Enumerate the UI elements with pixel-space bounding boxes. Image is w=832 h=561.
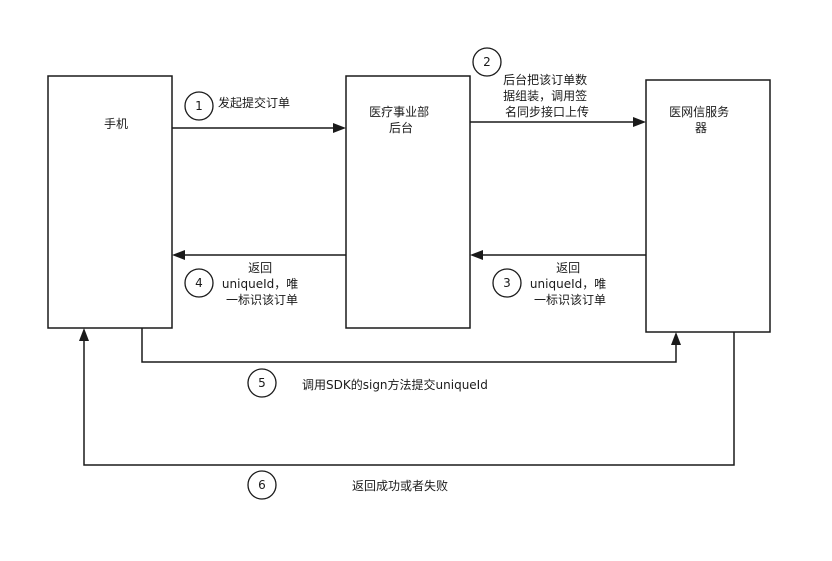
arrow-3-head xyxy=(470,250,483,260)
svg-text:4: 4 xyxy=(195,276,203,290)
server-box xyxy=(645,79,771,333)
arrow-5-head xyxy=(671,332,681,345)
step-3-marker: 3 xyxy=(492,268,522,298)
arrow-2-head xyxy=(633,117,646,127)
svg-text:5: 5 xyxy=(258,376,266,390)
arrow-6-head xyxy=(79,328,89,341)
step-6-text: 返回成功或者失败 xyxy=(352,478,448,493)
svg-text:2: 2 xyxy=(483,55,491,69)
step-1-marker: 1 xyxy=(184,91,214,121)
step-5-marker: 5 xyxy=(247,368,277,398)
arrow-6-line xyxy=(83,332,735,466)
svg-text:1: 1 xyxy=(195,99,203,113)
svg-text:3: 3 xyxy=(503,276,511,290)
phone-label: 手机 xyxy=(104,117,128,131)
step-2-marker: 2 xyxy=(472,47,502,77)
step-3-text: 返回 uniqueId，唯 一标识该订单 xyxy=(530,261,610,307)
backend-box xyxy=(345,75,471,329)
arrow-4-head xyxy=(172,250,185,260)
arrow-5-line xyxy=(141,328,677,363)
backend-label: 医疗事业部 后台 xyxy=(369,104,433,135)
arrow-1-head xyxy=(333,123,346,133)
server-label: 医网信服务 器 xyxy=(669,104,733,135)
step-1-text: 发起提交订单 xyxy=(218,95,290,110)
step-4-marker: 4 xyxy=(184,268,214,298)
step-5-text: 调用SDK的sign方法提交uniqueId xyxy=(302,377,488,392)
step-4-text: 返回 uniqueId，唯 一标识该订单 xyxy=(222,261,302,307)
phone-box xyxy=(47,75,173,329)
svg-text:6: 6 xyxy=(258,478,266,492)
step-6-marker: 6 xyxy=(247,470,277,500)
step-2-text: 后台把该订单数 据组装，调用签 名同步接口上传 xyxy=(503,72,591,119)
